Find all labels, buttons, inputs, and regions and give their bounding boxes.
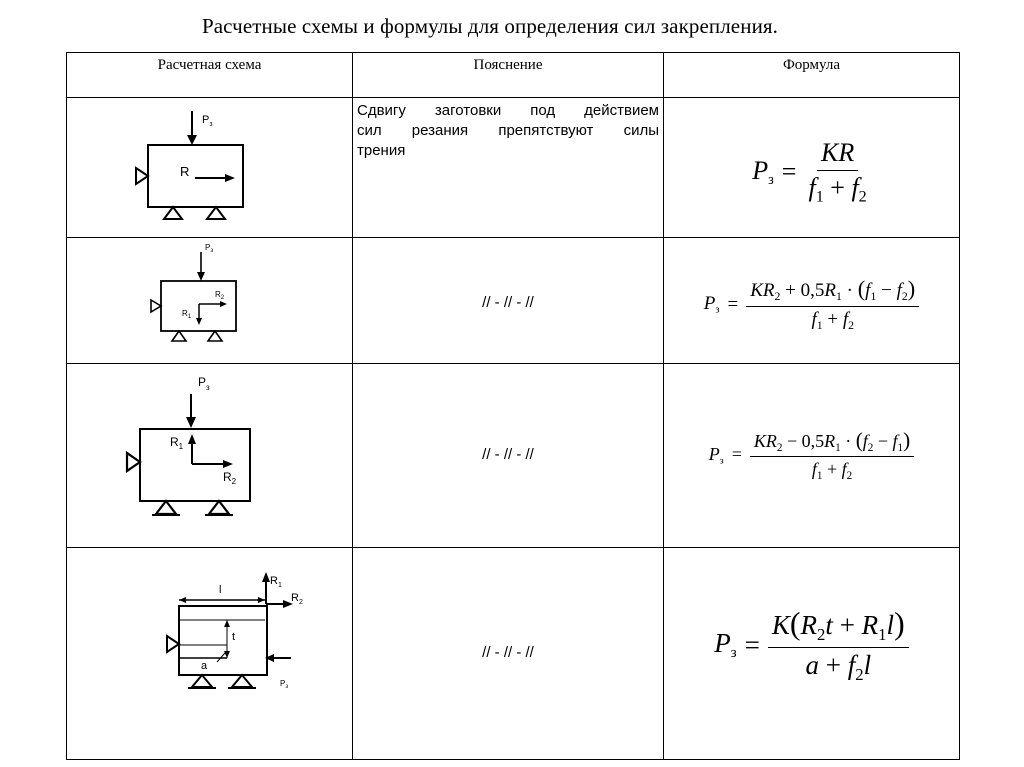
clamp-force-label: Pз bbox=[280, 679, 288, 690]
explanation-cell: Сдвигу заготовки под действием сил резан… bbox=[352, 97, 664, 238]
formula-3: Pз = KR2 − 0,5R1 · (f2 − f1) f1 + f2 bbox=[664, 428, 959, 482]
bottom-support bbox=[170, 329, 188, 342]
dimension-a-label: a bbox=[201, 660, 208, 672]
scheme-cell: Pз R2 R1 bbox=[66, 237, 353, 364]
header-scheme: Расчетная схема bbox=[66, 52, 353, 98]
scheme-diagram-1: Pз R bbox=[135, 111, 244, 220]
explanation-cell: // - // - // bbox=[352, 547, 664, 760]
formula-cell: Pз = KR2 − 0,5R1 · (f2 − f1) f1 + f2 bbox=[663, 363, 960, 548]
side-support bbox=[150, 298, 163, 314]
calculation-table: Расчетная схема Пояснение Формула Pз R С… bbox=[66, 52, 960, 760]
scheme-cell: Pз R1 R2 bbox=[66, 363, 353, 548]
cutting-force-label: R bbox=[180, 164, 189, 179]
formula-cell: Pз = KR2 + 0,5R1 · (f1 − f2) f1 + f2 bbox=[663, 237, 960, 364]
clamp-force-label: Pз bbox=[205, 243, 213, 254]
bottom-support bbox=[229, 673, 255, 688]
dimension-l-label: l bbox=[219, 584, 221, 596]
table-header-row: Расчетная схема Пояснение Формула bbox=[66, 52, 960, 98]
scheme-cell: Pз R bbox=[66, 97, 353, 238]
header-formula: Формула bbox=[663, 52, 960, 98]
formula-2: Pз = KR2 + 0,5R1 · (f1 − f2) f1 + f2 bbox=[664, 276, 959, 333]
table-row: Pз R1 R2 // - // - // Pз = K bbox=[66, 363, 960, 548]
workpiece bbox=[139, 428, 251, 502]
bottom-support bbox=[153, 499, 179, 516]
side-support bbox=[166, 634, 181, 654]
bottom-support bbox=[189, 673, 215, 688]
clamp-force-label: Pз bbox=[198, 375, 210, 392]
cutting-force-r1-label: R1 bbox=[270, 575, 282, 589]
explanation-ditto: // - // - // bbox=[482, 446, 534, 463]
cutting-force-r2-label: R2 bbox=[223, 470, 237, 486]
formula-4: Pз = K(R2t + R1l) a + f2l bbox=[664, 606, 959, 685]
dimension-t-label: t bbox=[232, 631, 235, 643]
formula-cell: Pз = KR f1 + f2 bbox=[663, 97, 960, 238]
scheme-cell: l R1 R2 t a Pз bbox=[66, 547, 353, 760]
explanation-ditto: // - // - // bbox=[482, 294, 534, 311]
scheme-diagram-4: l R1 R2 t a Pз bbox=[166, 572, 303, 690]
cutting-force-r2-label: R2 bbox=[291, 592, 303, 606]
explanation-text: Сдвигу заготовки под действием сил резан… bbox=[357, 102, 659, 159]
side-support bbox=[125, 450, 142, 474]
explanation-cell: // - // - // bbox=[352, 237, 664, 364]
side-support bbox=[135, 166, 150, 186]
explanation-cell: // - // - // bbox=[352, 363, 664, 548]
scheme-diagram-3: Pз R1 R2 bbox=[125, 375, 251, 516]
clamp-force-label: Pз bbox=[202, 114, 213, 128]
table-row: l R1 R2 t a Pз bbox=[66, 547, 960, 760]
header-explanation: Пояснение bbox=[352, 52, 664, 98]
bottom-support bbox=[162, 205, 184, 220]
workpiece bbox=[178, 605, 268, 676]
formula-cell: Pз = K(R2t + R1l) a + f2l bbox=[663, 547, 960, 760]
cutting-force-r1-label: R1 bbox=[182, 309, 192, 320]
table-row: Pз R Сдвигу заготовки под действием сил … bbox=[66, 97, 960, 238]
explanation-ditto: // - // - // bbox=[482, 644, 534, 661]
page-title: Расчетные схемы и формулы для определени… bbox=[201, 14, 779, 38]
cutting-force-r2-label: R2 bbox=[215, 290, 225, 301]
bottom-support bbox=[206, 329, 224, 342]
bottom-support bbox=[206, 499, 232, 516]
bottom-support bbox=[205, 205, 227, 220]
formula-1: Pз = KR f1 + f2 bbox=[752, 138, 867, 206]
table-row: Pз R2 R1 // - // - // Pз = KR2 + 0,5R1 ·… bbox=[66, 237, 960, 364]
scheme-diagram-2: Pз R2 R1 bbox=[150, 243, 237, 342]
cutting-force-r1-label: R1 bbox=[170, 435, 184, 451]
